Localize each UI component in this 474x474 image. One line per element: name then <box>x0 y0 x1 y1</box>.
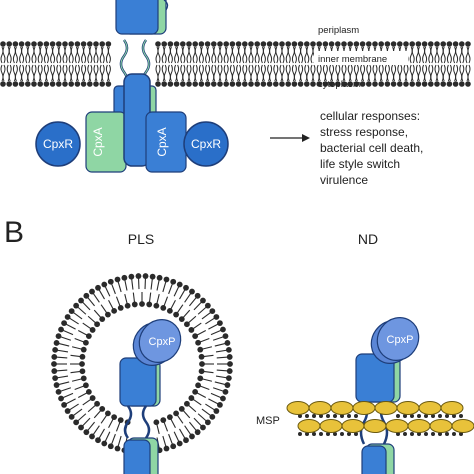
nd-title: ND <box>358 231 378 247</box>
pls-cpxa-protein <box>119 357 161 474</box>
response-line: stress response, <box>320 125 408 139</box>
inner-membrane-bilayer <box>0 41 471 87</box>
cpxa-periplasmic-domain <box>115 0 169 35</box>
cpxr-left <box>35 121 81 167</box>
response-line: cellular responses: <box>320 109 420 123</box>
cpxp-pls <box>132 319 182 366</box>
proteoliposome-bilayer <box>51 273 233 454</box>
cellular-responses-list: cellular responses: stress response, bac… <box>320 109 423 187</box>
pls-title: PLS <box>128 231 154 247</box>
response-arrow <box>270 134 310 142</box>
msp-label: MSP <box>256 415 280 427</box>
panel-b-letter: B <box>4 216 24 249</box>
cpxa-left-label: CpxA <box>91 127 105 156</box>
cpxr-left-label: CpxR <box>43 137 73 151</box>
cpxa-right-label: CpxA <box>155 127 169 156</box>
cpxr-right <box>183 121 229 167</box>
cytoplasm-label: cytoplasm <box>318 79 361 90</box>
msp-belts <box>286 401 474 433</box>
cpxp-nd <box>370 317 420 364</box>
cpxa-cytoplasmic-domains <box>85 73 187 173</box>
inner-membrane-label-box <box>314 51 408 65</box>
inner-membrane-label: inner membrane <box>318 54 387 65</box>
response-line: life style switch <box>320 157 400 171</box>
cpxp-nd-label: CpxP <box>387 334 414 346</box>
periplasm-label: periplasm <box>318 25 359 36</box>
response-line: virulence <box>320 173 368 187</box>
cpxp-pls-label: CpxP <box>149 336 176 348</box>
nd-cpxa-lower <box>361 443 395 474</box>
response-line: bacterial cell death, <box>320 141 423 155</box>
cpxr-right-label: CpxR <box>191 137 221 151</box>
